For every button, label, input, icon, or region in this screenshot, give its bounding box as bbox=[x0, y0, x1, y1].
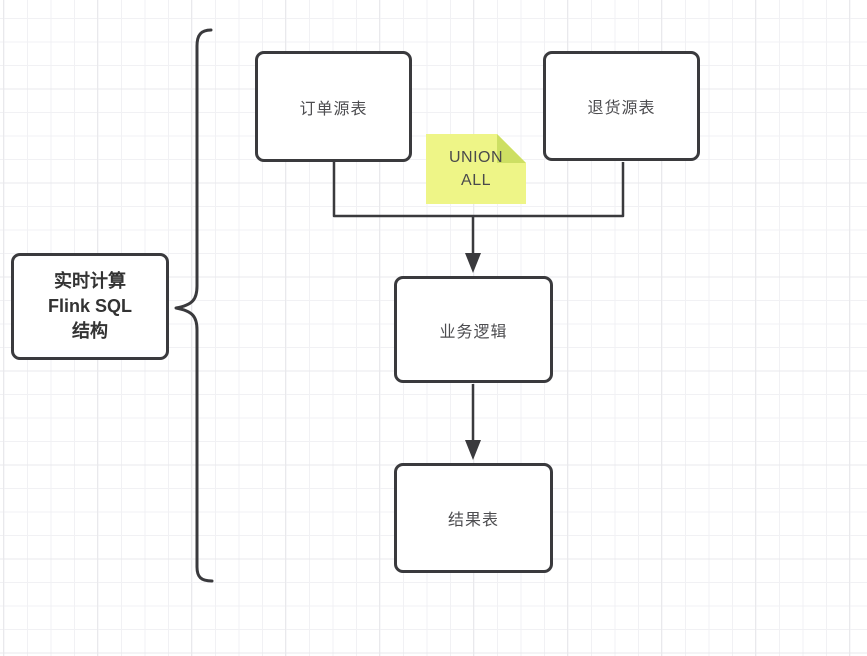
node-result-table-label: 结果表 bbox=[447, 512, 499, 529]
node-return-source[interactable]: 退货源表 bbox=[543, 51, 700, 161]
union-note-line-2: ALL bbox=[461, 172, 491, 189]
group-label-line-2: Flink SQL bbox=[47, 296, 132, 316]
group-label-line-1: 实时计算 bbox=[54, 271, 126, 291]
node-result-table[interactable]: 结果表 bbox=[394, 463, 553, 573]
arrow-business-to-result-head bbox=[465, 440, 481, 460]
node-return-source-label: 退货源表 bbox=[587, 100, 656, 117]
node-business-logic-label: 业务逻辑 bbox=[439, 323, 508, 341]
union-all-note[interactable]: UNION ALL bbox=[426, 134, 526, 204]
group-label-line-3: 结构 bbox=[72, 321, 108, 341]
curly-brace bbox=[174, 28, 214, 583]
union-note-line-1: UNION bbox=[448, 149, 504, 166]
node-business-logic[interactable]: 业务逻辑 bbox=[394, 276, 553, 383]
node-order-source[interactable]: 订单源表 bbox=[255, 51, 412, 162]
node-order-source-label: 订单源表 bbox=[299, 100, 368, 118]
union-all-note-text: UNION ALL bbox=[426, 134, 526, 204]
group-label-box[interactable]: 实时计算 Flink SQL 结构 bbox=[11, 253, 169, 360]
arrow-union-to-business-head bbox=[465, 253, 481, 273]
